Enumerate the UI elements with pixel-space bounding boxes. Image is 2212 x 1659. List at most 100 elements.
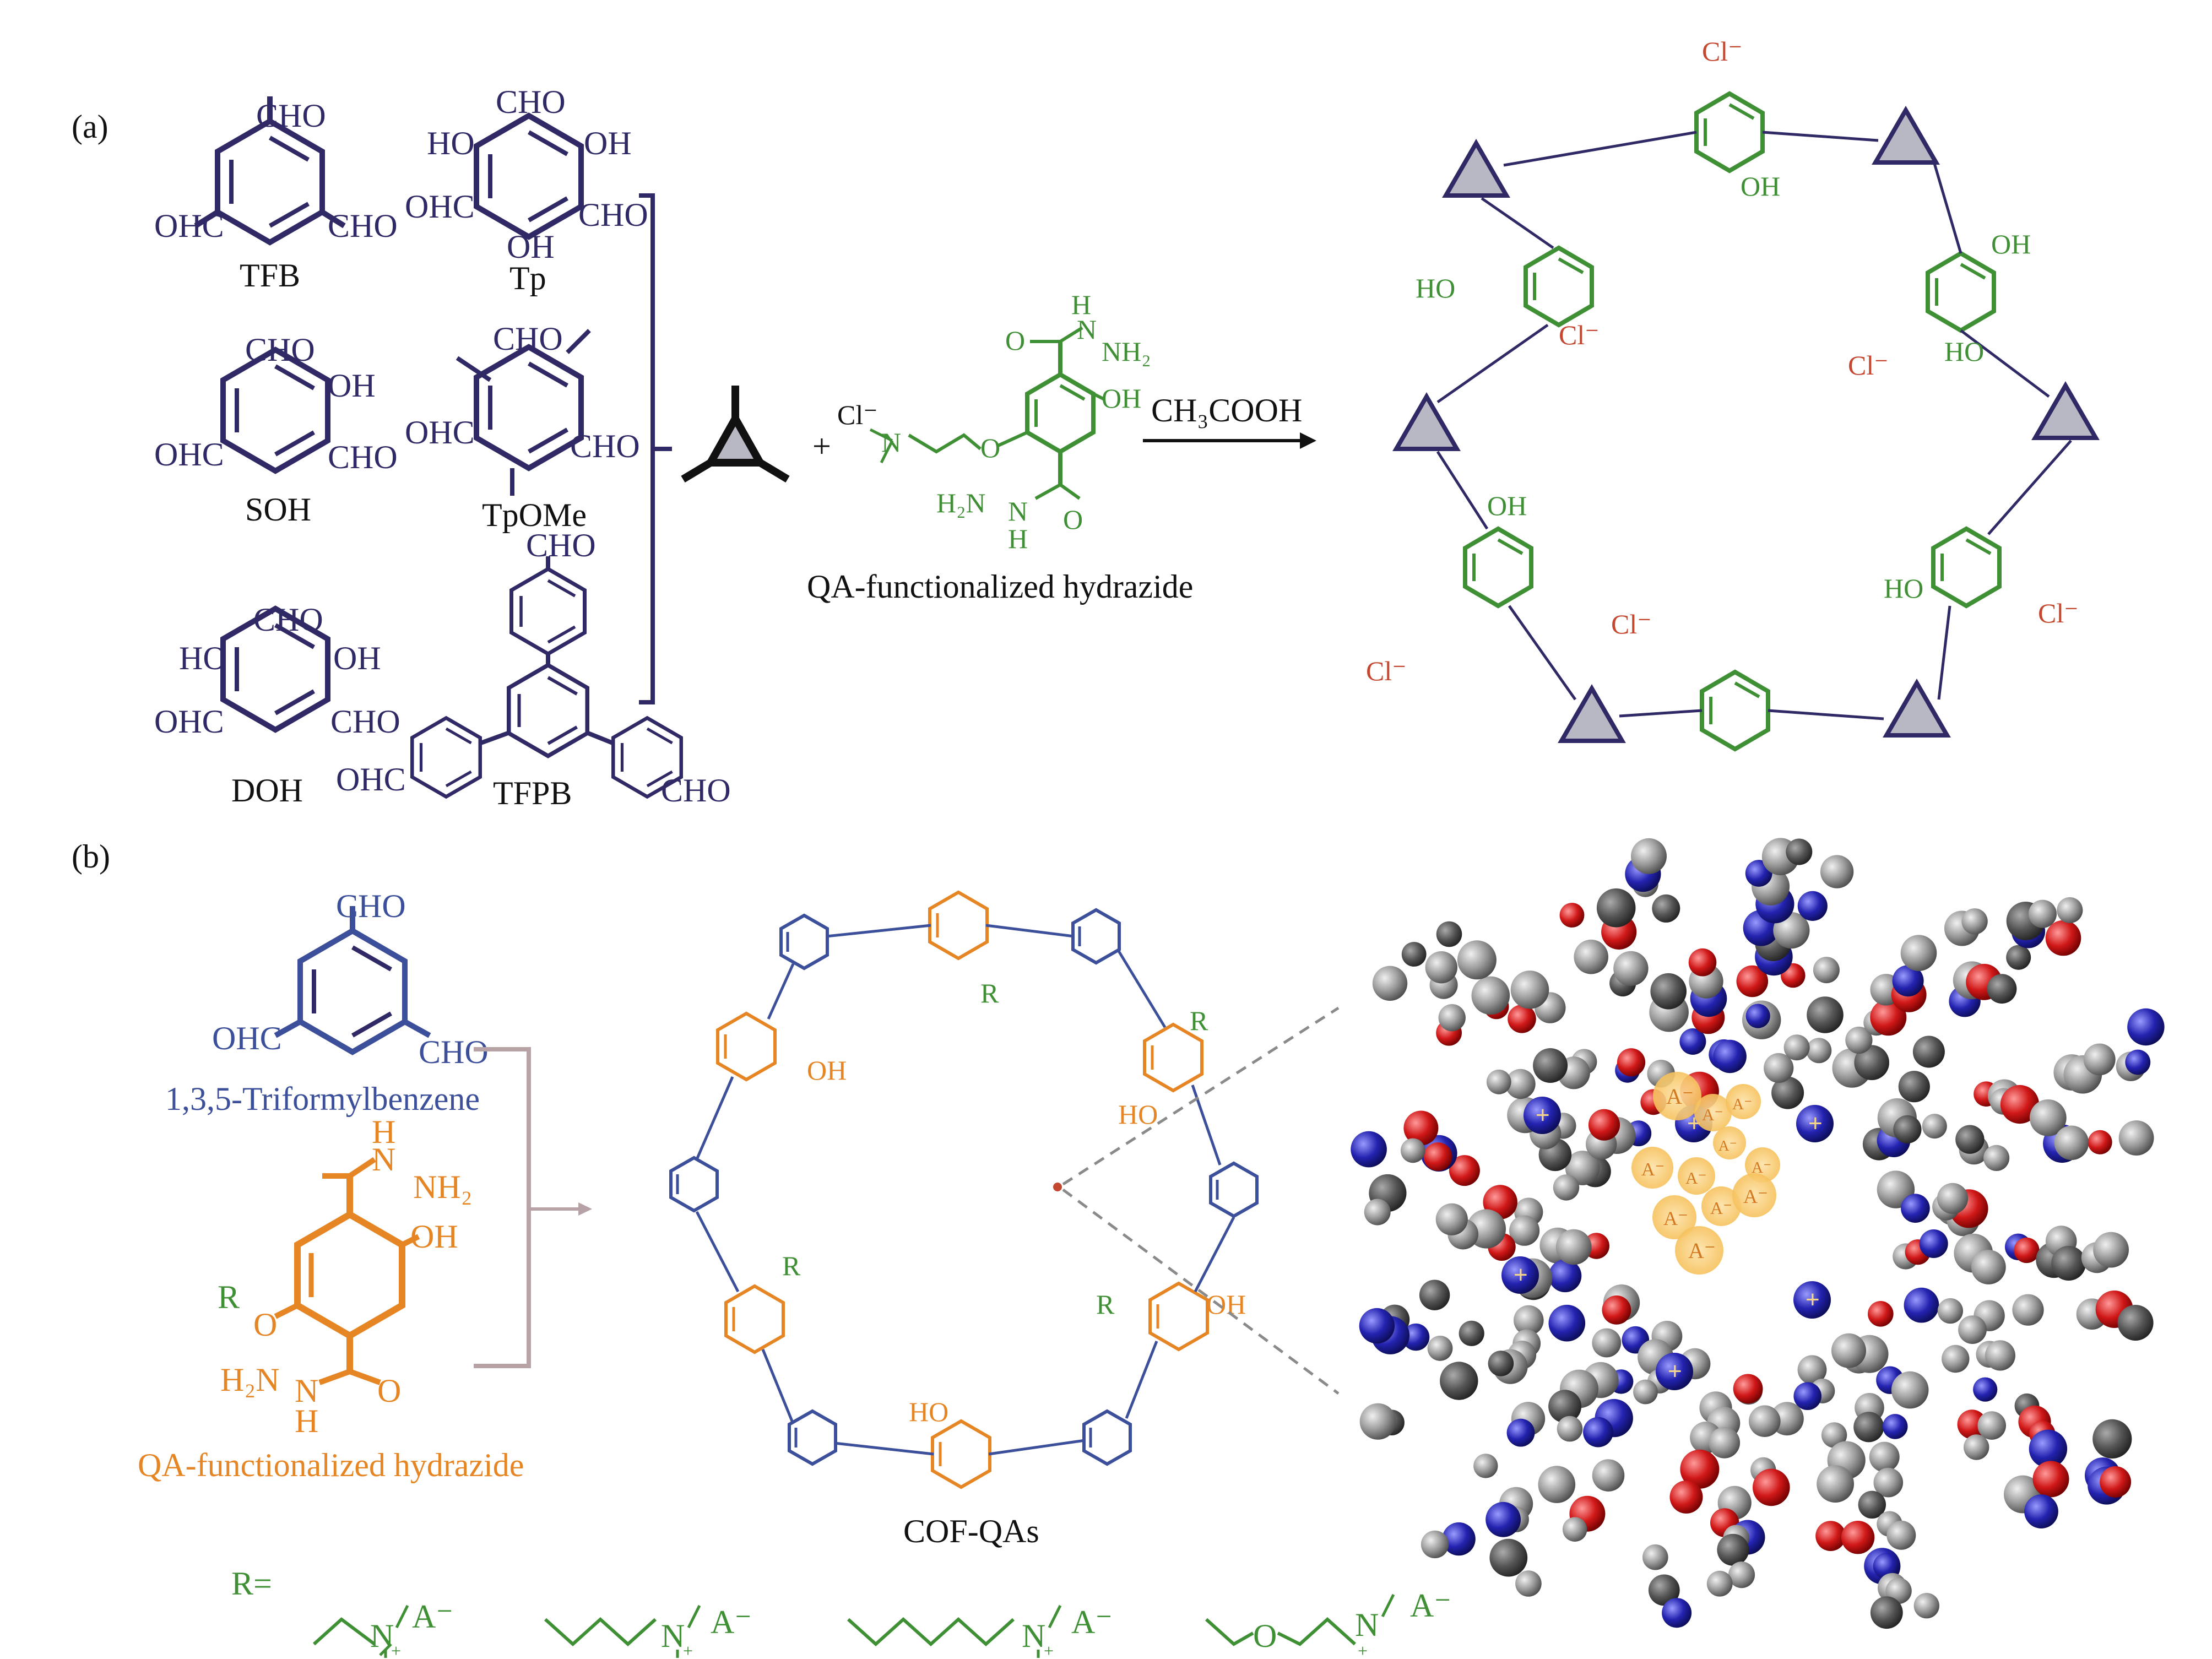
atom-sphere (1985, 1340, 2015, 1371)
atom-sphere (2045, 920, 2081, 956)
atom-sphere (1631, 838, 1667, 874)
doh-label: DOH (231, 772, 303, 809)
atom-sphere (2125, 1049, 2151, 1075)
atom-sphere (1922, 1114, 1947, 1139)
atom-sphere (2054, 1125, 2089, 1161)
atom-sphere (1592, 1459, 1625, 1492)
tfpb-cho-top: CHO (526, 527, 596, 563)
cation-sphere (1793, 1281, 1831, 1319)
atom-sphere (1977, 1411, 2006, 1440)
hydrazide-a-h-bottom: H (1008, 523, 1028, 554)
product-chloride-5: Cl⁻ (2038, 598, 2079, 628)
anion-label: A⁻ (1718, 1137, 1737, 1154)
atom-sphere (1506, 1418, 1535, 1447)
cof-qas-ring: R R R R OH OH HO HO COF-QAs (671, 892, 1257, 1549)
tpome-cho-right: CHO (570, 428, 640, 464)
hydrazide-a-n-bottom: N (1008, 496, 1028, 527)
hydrazide-a-nh2: NH₂ (1102, 336, 1151, 367)
r3-anion: A⁻ (1071, 1604, 1113, 1640)
atom-sphere (1771, 1076, 1804, 1109)
atom-sphere (1548, 1390, 1582, 1423)
atom-sphere (1964, 1434, 1989, 1460)
atom-sphere (1425, 951, 1457, 984)
atom-sphere (1401, 942, 1427, 967)
tpome-cho: CHO (493, 321, 563, 357)
cation-label: + (1536, 1102, 1550, 1129)
atom-sphere (1423, 1142, 1452, 1171)
r4-o: O (1253, 1618, 1277, 1654)
product-oh-5: HO (1944, 336, 1984, 367)
hydrazide-b-o: O (253, 1306, 277, 1343)
atom-sphere (1886, 1520, 1916, 1550)
tpome-structure: CHO OHC CHO TpOMe (405, 321, 640, 533)
atom-sphere (1473, 1454, 1498, 1478)
hydrazide-a-ether-o: O (980, 432, 1000, 463)
soh-structure: CHO OH OHC CHO SOH (154, 332, 398, 528)
atom-sphere (1868, 1301, 1894, 1327)
atom-sphere (1913, 1593, 1939, 1619)
cof-ho-2: HO (909, 1396, 948, 1427)
atom-sphere (1486, 1069, 1511, 1094)
cof-qas-label: COF-QAs (903, 1513, 1039, 1549)
anion-label: A⁻ (1732, 1096, 1752, 1113)
atom-sphere (1633, 1379, 1658, 1405)
cation-sphere (1656, 1353, 1693, 1390)
tfb-cho-top: CHO (256, 97, 326, 134)
aldehyde-bracket (639, 193, 655, 704)
hydrazide-b-oh: OH (410, 1218, 458, 1255)
atom-sphere (1648, 1574, 1680, 1606)
reaction-reagent: CH₃COOH (1151, 392, 1302, 429)
anion-label: A⁻ (1743, 1185, 1768, 1207)
atom-sphere (2028, 899, 2057, 928)
r-group-legend: R= N + A⁻ N + A⁻ N + A⁻ O N + A⁻ (231, 1565, 1451, 1659)
atom-sphere (1745, 1004, 1770, 1028)
atom-sphere (1351, 1131, 1387, 1168)
atom-sphere (1821, 1422, 1847, 1448)
atom-sphere (1459, 1320, 1484, 1346)
atom-sphere (1955, 1125, 1985, 1154)
atom-sphere (2051, 1246, 2086, 1281)
product-oh-6: OH (1741, 171, 1780, 202)
atom-sphere (1557, 1416, 1583, 1442)
atom-sphere (1359, 1308, 1395, 1344)
cof-oh-1: OH (807, 1055, 847, 1086)
tfb-b-label: 1,3,5-Triformylbenzene (165, 1081, 480, 1117)
atom-sphere (1559, 903, 1585, 928)
atom-sphere (1488, 1351, 1514, 1376)
anion-label: A⁻ (1688, 1238, 1716, 1263)
atom-sphere (2032, 1461, 2069, 1498)
triformylbenzene-structure: CHO OHC CHO 1,3,5-Triformylbenzene (165, 888, 489, 1117)
tpome-ohc: OHC (405, 414, 475, 451)
atom-sphere (1662, 1598, 1692, 1628)
anion-sphere (1675, 1226, 1723, 1275)
doh-structure: CHO HO OH OHC CHO DOH (154, 601, 400, 809)
hydrazide-a-oh: OH (1102, 383, 1141, 414)
anion-label: A⁻ (1685, 1168, 1707, 1188)
r1-n: N (370, 1618, 394, 1654)
atom-sphere (1508, 1005, 1536, 1033)
anion-label: A⁻ (1666, 1084, 1694, 1109)
atom-sphere (1869, 1441, 1900, 1472)
tp-ho: HO (427, 125, 475, 161)
tp-cho: CHO (496, 84, 566, 120)
atom-sphere (1870, 1596, 1903, 1629)
atom-sphere (1505, 1069, 1536, 1099)
anion-sphere (1678, 1157, 1715, 1195)
cof-r-3: R (782, 1250, 801, 1281)
tfpb-structure: CHO OHC CHO TFPB (336, 527, 731, 811)
atom-sphere (1364, 1199, 1391, 1226)
atom-sphere (1912, 1035, 1945, 1068)
r2-n: N (661, 1618, 685, 1654)
tfb-b-cho-right: CHO (419, 1034, 489, 1070)
atom-sphere (2006, 945, 2031, 970)
atom-sphere (1652, 894, 1680, 923)
atom-sphere (1783, 1034, 1810, 1061)
atom-sphere (1961, 908, 1988, 935)
atom-sphere (2014, 1237, 2040, 1264)
tfb-ohc-left: OHC (154, 208, 224, 244)
r3-n: N (1022, 1618, 1045, 1654)
atom-sphere (1971, 1250, 2006, 1284)
atom-sphere (1753, 1468, 1790, 1506)
atom-sphere (1510, 971, 1549, 1009)
cation-sphere (1796, 1105, 1834, 1142)
